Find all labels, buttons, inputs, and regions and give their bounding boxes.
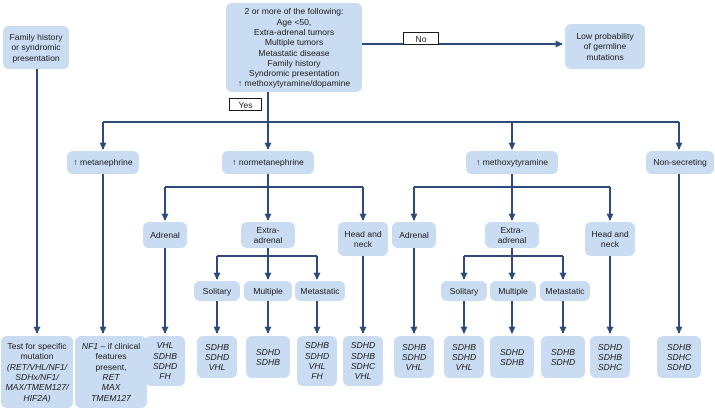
mt-adrenal-genes: SDHB SDHD VHL	[394, 336, 434, 378]
criteria-box: 2 or more of the following: Age <50, Ext…	[226, 3, 362, 92]
nor-head-neck-box: Head and neck	[338, 222, 388, 256]
normetanephrine-box: ↑ normetanephrine	[222, 151, 314, 174]
nor-metastatic-genes: SDHB SDHD VHL FH	[297, 336, 337, 386]
non-secreting-box: Non-secreting	[646, 151, 714, 174]
nor-extra-adrenal-box: Extra- adrenal	[241, 222, 295, 248]
nor-solitary-genes: SDHB SDHD VHL	[197, 336, 237, 378]
mt-adrenal-box: Adrenal	[392, 222, 436, 248]
metanephrine-box: ↑ metanephrine	[67, 151, 139, 174]
low-probability-box: Low probability of germline mutations	[565, 24, 645, 69]
no-label: No	[403, 32, 439, 45]
nor-multiple-genes: SDHD SDHB	[246, 336, 290, 378]
nor-head-neck-genes: SDHD SDHB SDHC VHL	[343, 336, 383, 386]
yes-label: Yes	[229, 98, 262, 111]
mt-head-neck-box: Head and neck	[585, 222, 635, 256]
mt-multiple-genes: SDHD SDHB	[490, 336, 534, 378]
mt-solitary-box: Solitary	[441, 281, 487, 301]
nor-metastatic-box: Metastatic	[295, 281, 345, 301]
nor-adrenal-box: Adrenal	[143, 222, 187, 248]
mt-metastatic-genes: SDHB SDHD	[541, 336, 585, 378]
mt-multiple-box: Multiple	[490, 281, 536, 301]
mt-head-neck-genes: SDHD SDHB SDHC	[590, 336, 630, 378]
nor-adrenal-genes: VHL SDHB SDHD FH	[145, 336, 185, 386]
specific-test-box: Test for specific mutation (RET/VHL/NF1/…	[1, 336, 73, 408]
nf1-gene: NF1	[81, 341, 99, 352]
mt-metastatic-box: Metastatic	[540, 281, 590, 301]
mt-extra-adrenal-box: Extra- adrenal	[485, 222, 539, 248]
mt-solitary-genes: SDHB SDHD VHL	[444, 336, 484, 378]
nor-solitary-box: Solitary	[194, 281, 240, 301]
non-secreting-genes: SDHB SDHC SDHD	[657, 336, 701, 378]
methoxytyramine-box: ↑ methoxytyramine	[466, 151, 558, 174]
family-history-box: Family history or syndromic presentation	[3, 26, 69, 69]
nor-multiple-box: Multiple	[244, 281, 292, 301]
metanephrine-result-box: NF1 – if clinical features present, RET …	[75, 336, 147, 408]
